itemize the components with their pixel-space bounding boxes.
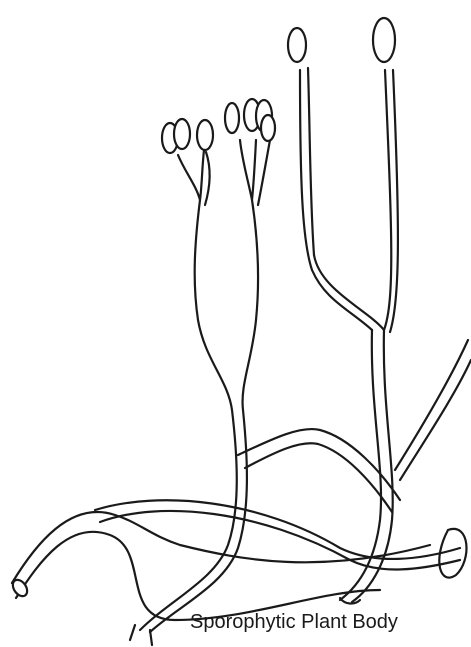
left-fork-b [240,140,270,205]
left-sporophyte [140,99,400,632]
sporangium-l2 [174,119,190,149]
right-inner-fork [308,68,314,255]
left-main-axis [140,200,258,632]
right-fork [300,70,398,332]
rhizome-lower-edge [16,532,380,620]
sporangium-l3 [197,120,213,150]
left-cross-branch [238,429,400,512]
sporangium-r4 [261,115,275,141]
right-sporophyte [288,18,471,602]
left-fork-a [178,150,210,205]
figure-caption: Sporophytic Plant Body [190,611,398,634]
rhizome-upper-edge [12,512,430,583]
sporangium-r1 [225,103,239,133]
rootlet-a [130,625,135,640]
sporangium-top-left [288,28,306,62]
sporangium-top-right [373,18,395,62]
right-outer-curve [395,340,471,480]
rootlet-b [150,630,152,645]
rhizome [10,500,467,620]
